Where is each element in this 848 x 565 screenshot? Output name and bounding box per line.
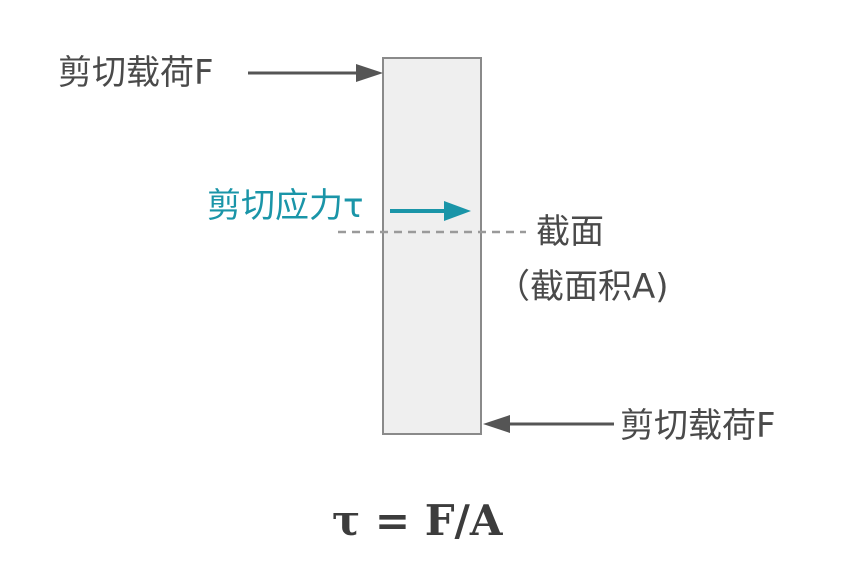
- stress-arrow: [390, 201, 471, 221]
- solid-bar: [382, 57, 482, 435]
- section-area-label: （截面积A): [496, 267, 669, 307]
- shear-formula: τ = F/A: [332, 496, 503, 545]
- load-arrow-bottom: [483, 415, 614, 433]
- load-bottom-label: 剪切载荷F: [620, 406, 776, 446]
- load-arrow-top: [248, 64, 383, 82]
- section-label: 截面: [536, 212, 604, 252]
- load-top-label: 剪切载荷F: [58, 53, 214, 93]
- stress-label: 剪切应力τ: [207, 186, 364, 226]
